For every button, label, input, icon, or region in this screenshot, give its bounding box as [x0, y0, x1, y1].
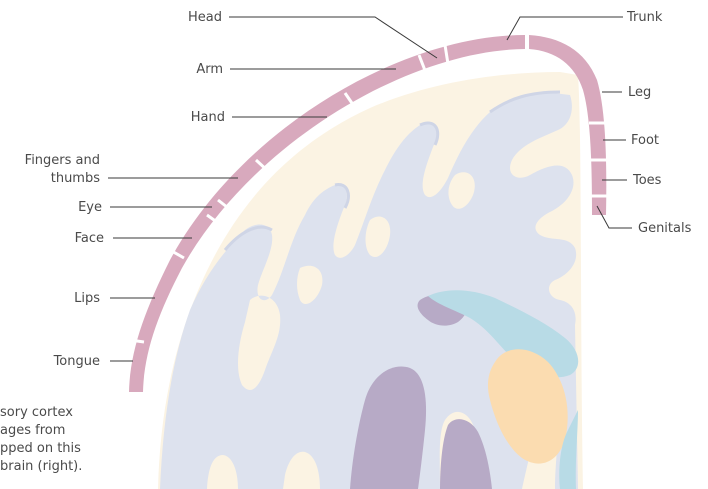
label-trunk: Trunk: [626, 10, 663, 25]
label-head: Head: [188, 10, 222, 25]
label-eye: Eye: [78, 200, 102, 215]
label-lips: Lips: [74, 291, 100, 306]
label-genitals: Genitals: [638, 221, 692, 236]
caption: sory cortex ages from pped on this brain…: [0, 405, 82, 474]
label-hand: Hand: [191, 110, 225, 125]
caption-line2: ages from: [0, 423, 65, 438]
label-tongue: Tongue: [53, 354, 100, 369]
caption-line3: pped on this: [0, 441, 81, 456]
label-foot: Foot: [631, 133, 659, 148]
label-arm: Arm: [196, 62, 223, 77]
caption-line1: sory cortex: [0, 405, 73, 420]
caption-line4: brain (right).: [0, 459, 82, 474]
leader-head: [229, 17, 437, 58]
label-fingers-line1: Fingers and: [25, 153, 100, 168]
label-face: Face: [75, 231, 104, 246]
label-toes: Toes: [632, 173, 662, 188]
label-leg: Leg: [628, 85, 651, 100]
label-fingers-line2: thumbs: [51, 171, 100, 186]
